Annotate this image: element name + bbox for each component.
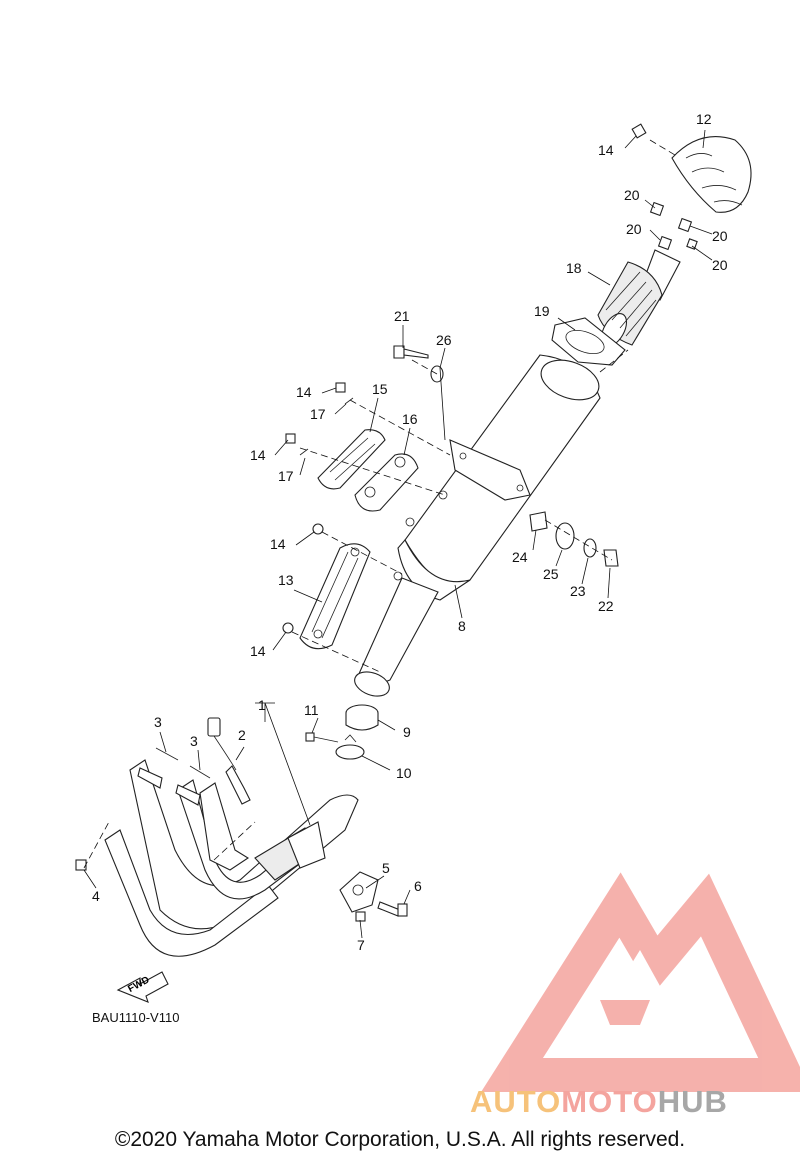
callout-26: 26 [436,332,452,348]
callout-17b: 17 [278,468,294,484]
callout-1: 1 [258,697,266,713]
heat-protector-lower [299,543,371,650]
oxygen-sensor [207,717,251,805]
callout-16: 16 [402,411,418,427]
callout-14d: 14 [270,536,286,552]
header-gaskets [155,747,211,779]
callout-2: 2 [238,727,246,743]
callout-19: 19 [534,303,550,319]
callout-12: 12 [696,111,712,127]
callout-3b: 3 [190,733,198,749]
callout-25: 25 [543,566,559,582]
callout-14e: 14 [250,643,266,659]
callout-18: 18 [566,260,582,276]
forward-direction-arrow: FWD [116,971,169,1003]
callout-5: 5 [382,860,390,876]
watermark-moto: MOTO [561,1084,657,1119]
leader-lines [83,129,713,939]
protector-bracket [354,453,419,512]
callout-10: 10 [396,765,412,781]
exhaust-gasket [335,734,365,760]
callout-23: 23 [570,583,586,599]
watermark-hub: HUB [658,1084,728,1119]
diagram-code: BAU1110-V110 [92,1010,180,1025]
callout-15: 15 [372,381,388,397]
callout-7: 7 [357,937,365,953]
muffler-end-cap [671,136,752,213]
callout-4: 4 [92,888,100,904]
callout-14b: 14 [296,384,312,400]
exhaust-header-pipe [104,759,359,957]
callout-8: 8 [458,618,466,634]
callout-11: 11 [304,702,319,718]
muffler-assembly [354,354,601,697]
callout-20d: 20 [712,257,728,273]
muffler-gasket [551,317,626,366]
exhaust-bracket [339,871,379,913]
svg-text:AUTOMOTOHUB: AUTOMOTOHUB [470,1084,728,1119]
callout-20a: 20 [624,187,640,203]
callout-6: 6 [414,878,422,894]
callout-20b: 20 [626,221,642,237]
callout-20c: 20 [712,228,728,244]
callout-14c: 14 [250,447,266,463]
assembly-lines [83,139,676,869]
copyright-notice: ©2020 Yamaha Motor Corporation, U.S.A. A… [114,1128,686,1151]
callout-13: 13 [278,572,294,588]
callout-14a: 14 [598,142,614,158]
callout-22: 22 [598,598,614,614]
callout-labels: 1 2 3 3 4 5 6 7 8 9 10 11 12 13 14 14 14… [92,111,728,953]
callout-3a: 3 [154,714,162,730]
exhaust-joint [345,704,379,731]
fasteners [75,123,698,922]
watermark-logo [481,872,800,1092]
watermark-auto: AUTO [470,1084,561,1119]
callout-9: 9 [403,724,411,740]
callout-21: 21 [394,308,410,324]
inner-silencer-pipe [597,249,681,347]
callout-24: 24 [512,549,528,565]
callout-17a: 17 [310,406,326,422]
watermark-wordmark: AUTOMOTOHUB [470,1084,728,1119]
